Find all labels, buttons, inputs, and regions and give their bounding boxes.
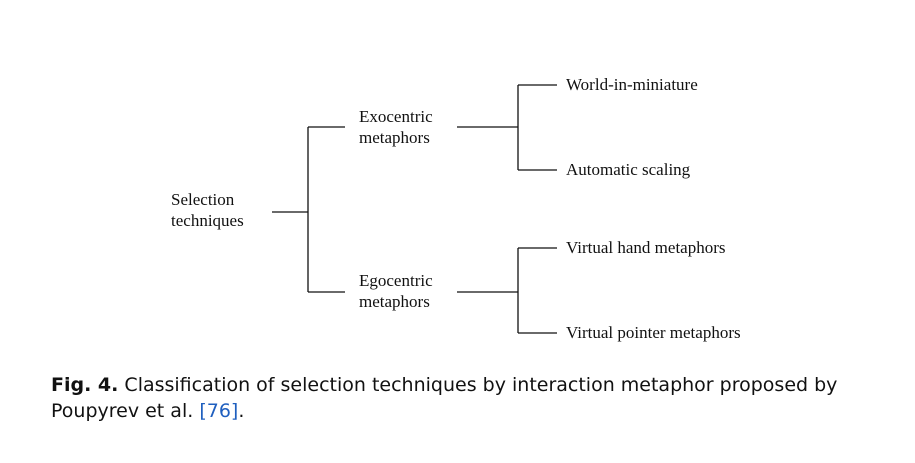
node-line: techniques [171,211,244,230]
node-selection-techniques: Selection techniques [171,189,244,231]
leaf-world-in-miniature: World-in-miniature [566,75,698,94]
figure-label: Fig. 4. [51,374,119,396]
leaf-virtual-pointer-metaphors: Virtual pointer metaphors [566,323,741,342]
caption-end: . [238,400,245,422]
node-line: Exocentric [359,107,433,126]
figure-caption: Fig. 4. Classification of selection tech… [51,372,901,424]
reference-link[interactable]: [76] [199,400,239,422]
node-exocentric-metaphors: Exocentric metaphors [359,106,433,148]
connector-lines [272,84,557,334]
node-line: metaphors [359,292,430,311]
node-egocentric-metaphors: Egocentric metaphors [359,270,433,312]
caption-text: Classification of selection techniques b… [51,374,838,422]
node-line: metaphors [359,128,430,147]
leaf-automatic-scaling: Automatic scaling [566,160,691,179]
node-line: Selection [171,190,235,209]
node-line: Egocentric [359,271,433,290]
taxonomy-diagram: Selection techniques Exocentric metaphor… [171,75,741,342]
leaf-virtual-hand-metaphors: Virtual hand metaphors [566,238,726,257]
